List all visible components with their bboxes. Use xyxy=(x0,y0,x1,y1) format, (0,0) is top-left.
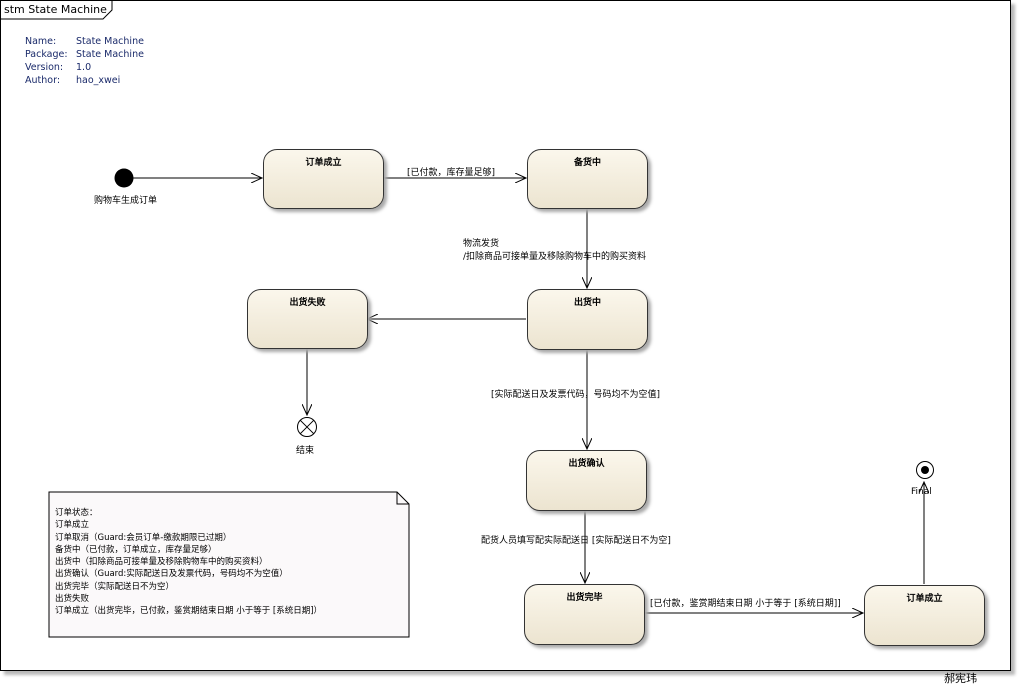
note-line: 出货确认（Guard:实际配送日及发票代码，号码均不为空值） xyxy=(55,569,288,580)
initial-node xyxy=(114,168,134,188)
state-name: 出货中 xyxy=(573,298,601,308)
meta-package-value: State Machine xyxy=(76,49,144,60)
state-name: 出货完毕 xyxy=(566,593,603,603)
transition-label-logistics: 物流发货 xyxy=(463,239,500,249)
terminate-node-label: 结束 xyxy=(296,446,315,456)
note-line: 订单取消（Guard:会员订单-缴款期限已过期） xyxy=(55,532,232,543)
author-signature: 郝宪玮 xyxy=(944,672,977,685)
note-line: 出货完毕（实际配送日不为空） xyxy=(55,581,175,592)
state-shipping-confirm[interactable]: 出货确认 xyxy=(526,450,647,511)
note-line: 订单成立（出货完毕，已付款，鉴赏期结束日期 小于等于 [系统日期]） xyxy=(55,606,323,617)
note-line: 订单状态： xyxy=(55,508,98,518)
meta-name-key: Name: xyxy=(25,36,57,47)
note-line: 出货中（扣除商品可接单量及移除购物车中的购买资料） xyxy=(55,557,268,568)
note-line: 订单成立 xyxy=(55,520,90,531)
final-node-label: Final xyxy=(911,487,932,497)
meta-author-key: Author: xyxy=(25,75,61,86)
note-line: 备货中（已付款，订单成立，库存量足够） xyxy=(55,544,217,555)
meta-author-value: hao_xwei xyxy=(76,75,121,86)
frame-tab-label: stm State Machine xyxy=(4,3,107,16)
state-preparing[interactable]: 备货中 xyxy=(527,149,648,209)
state-shipping-fail[interactable]: 出货失败 xyxy=(247,289,368,349)
meta-name-value: State Machine xyxy=(76,36,144,47)
state-order-created-2[interactable]: 订单成立 xyxy=(864,585,985,646)
terminate-node xyxy=(297,417,317,437)
state-shipping[interactable]: 出货中 xyxy=(527,289,648,350)
frame-tab xyxy=(0,0,113,20)
note-shape xyxy=(48,491,410,638)
state-name: 订单成立 xyxy=(906,594,943,604)
meta-version-key: Version: xyxy=(25,62,64,73)
transition-label-logistics-effect: /扣除商品可接单量及移除购物车中的购买资料 xyxy=(463,252,647,262)
state-name: 订单成立 xyxy=(305,158,342,168)
transition-label-invoice: [实际配送日及发票代码，号码均不为空值] xyxy=(491,390,661,400)
meta-version-value: 1.0 xyxy=(76,62,92,73)
state-name: 备货中 xyxy=(573,158,601,168)
state-name: 出货失败 xyxy=(289,298,326,308)
note-line: 出货失败 xyxy=(55,594,90,605)
final-node xyxy=(916,461,934,479)
transition-label-settle: [已付款，鉴赏期结束日期 小于等于 [系统日期]] xyxy=(650,599,841,609)
transition-label-delivery: 配货人员填写配实际配送日 [实际配送日不为空] xyxy=(481,536,671,546)
meta-package-key: Package: xyxy=(25,49,68,60)
note-text: 订单状态： 订单成立 订单取消（Guard:会员订单-缴款期限已过期） 备货中（… xyxy=(55,507,322,618)
state-shipping-done[interactable]: 出货完毕 xyxy=(524,584,645,645)
transition-label-paid: [已付款，库存量足够] xyxy=(407,168,496,178)
initial-node-label: 购物车生成订单 xyxy=(94,196,158,206)
state-order-created-1[interactable]: 订单成立 xyxy=(263,149,384,209)
state-name: 出货确认 xyxy=(568,459,605,469)
